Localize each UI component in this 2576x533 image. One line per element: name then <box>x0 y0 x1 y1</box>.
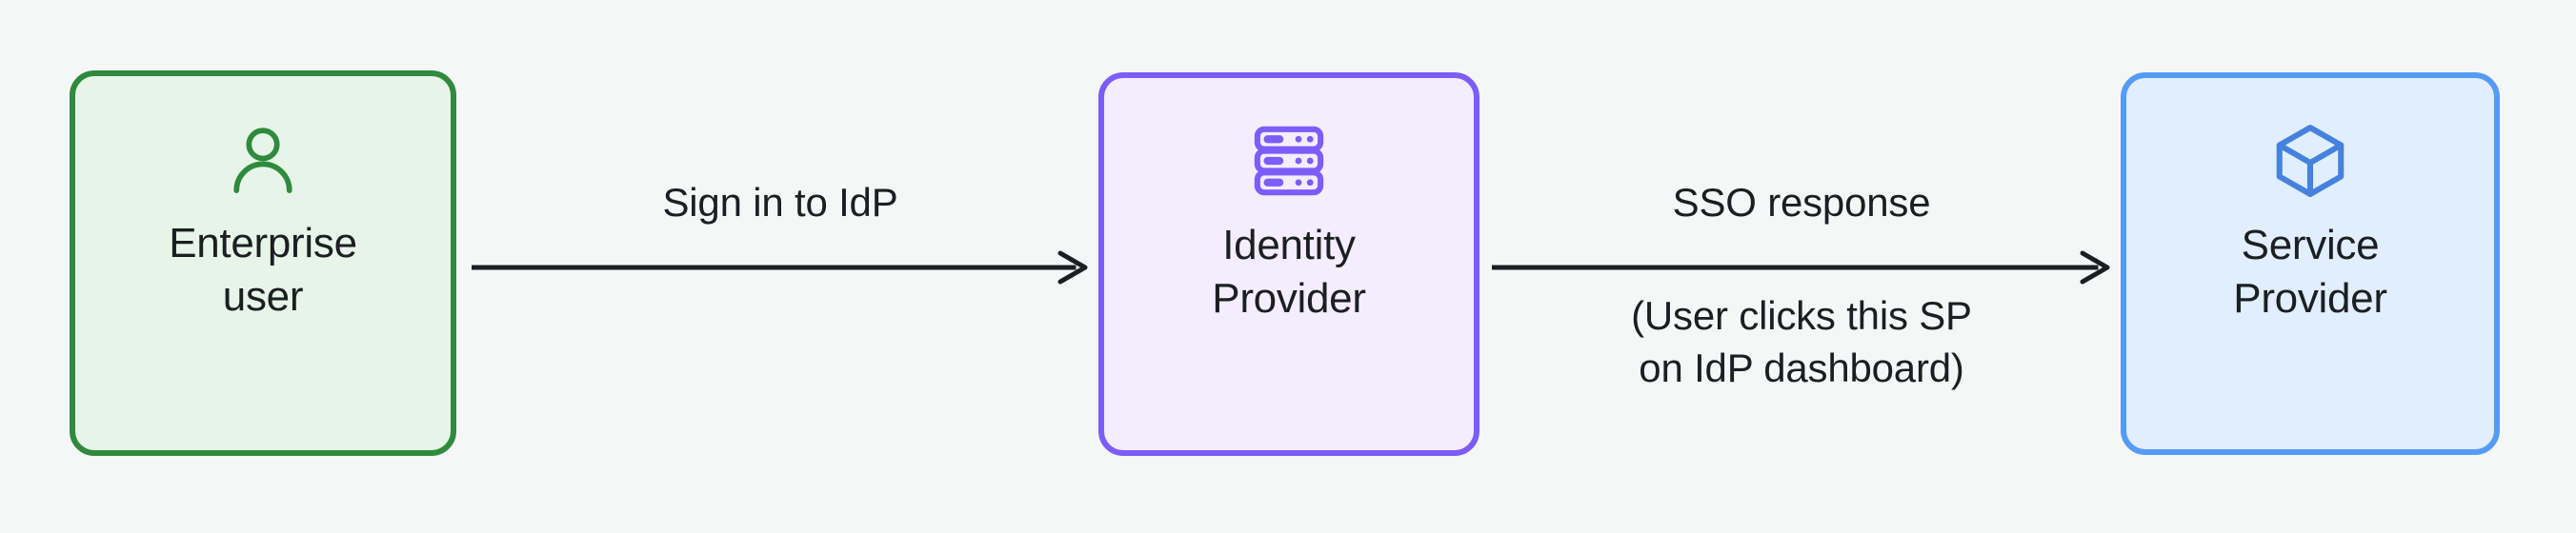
edge-label-sign-in-to-idp: Sign in to IdP <box>662 180 898 225</box>
node-identity-provider-label: Identity Provider <box>1212 222 1366 323</box>
node-service-provider[interactable]: Service Provider <box>2121 72 2500 455</box>
person-icon <box>233 128 292 194</box>
node-enterprise-user[interactable]: Enterprise user <box>70 70 456 456</box>
edge-label-sso-response: SSO response <box>1672 180 1931 225</box>
node-service-provider-label: Service Provider <box>2233 222 2387 323</box>
node-enterprise-user-label: Enterprise user <box>169 220 357 321</box>
edge-arrow-user-to-idp <box>472 250 1088 285</box>
server-rack-icon <box>1254 126 1324 196</box>
edge-arrow-idp-to-sp <box>1492 250 2110 285</box>
node-identity-provider[interactable]: Identity Provider <box>1098 72 1479 456</box>
cube-icon <box>2276 125 2345 197</box>
edge-label-sso-note: (User clicks this SP on IdP dashboard) <box>1631 293 1972 390</box>
